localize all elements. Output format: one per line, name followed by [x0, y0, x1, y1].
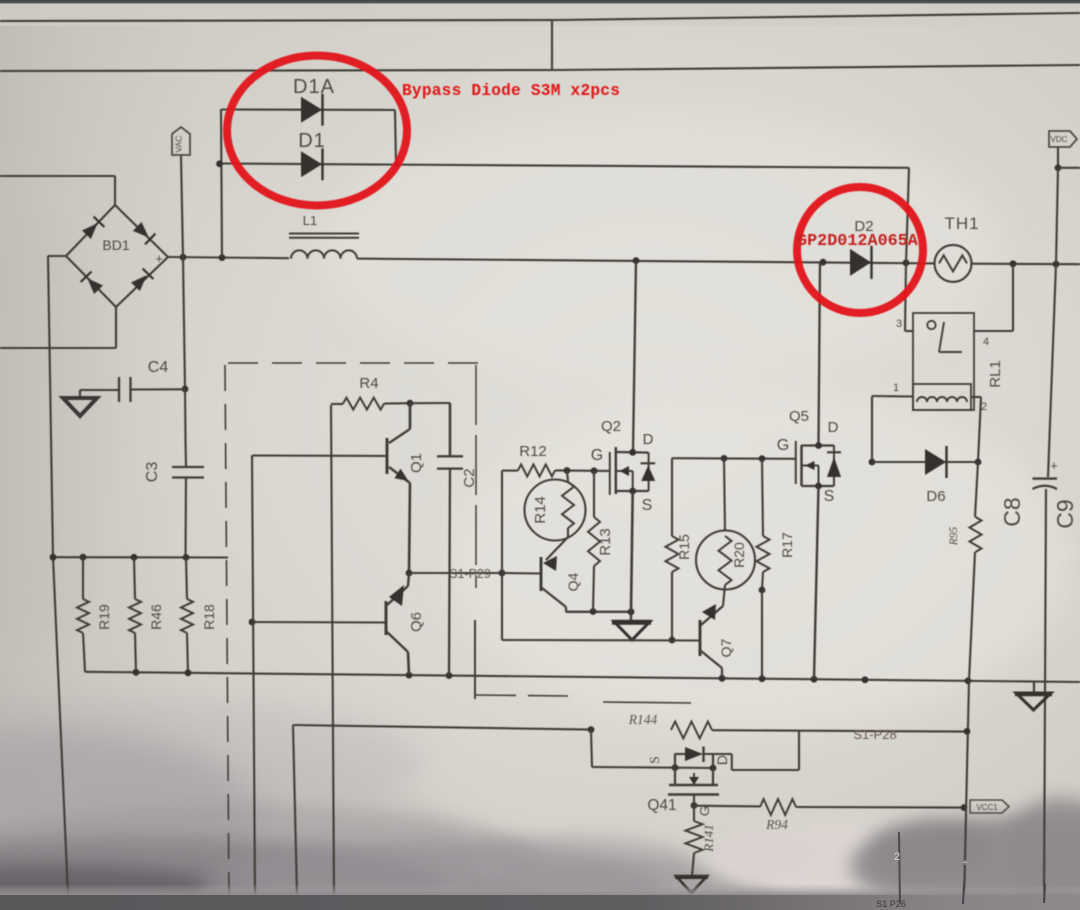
- svg-text:4: 4: [983, 336, 989, 348]
- svg-text:S1-P29: S1-P29: [449, 567, 491, 581]
- svg-text:C3: C3: [144, 462, 161, 483]
- svg-text:R17: R17: [779, 532, 795, 558]
- svg-text:R14: R14: [532, 496, 549, 524]
- svg-text:R94: R94: [765, 817, 788, 832]
- svg-text:Q4: Q4: [565, 572, 581, 591]
- svg-text:S: S: [648, 756, 663, 764]
- svg-text:GP2D012A065A: GP2D012A065A: [797, 232, 919, 251]
- svg-text:Q41: Q41: [647, 797, 676, 814]
- svg-text:Q1: Q1: [408, 453, 425, 473]
- svg-text:S: S: [824, 488, 835, 505]
- svg-text:Bypass Diode S3M x2pcs: Bypass Diode S3M x2pcs: [402, 82, 620, 100]
- svg-text:C4: C4: [148, 359, 169, 376]
- svg-text:L1: L1: [303, 213, 317, 228]
- svg-text:Q6: Q6: [408, 612, 425, 632]
- svg-text:R144: R144: [628, 712, 658, 727]
- svg-text:VCC1: VCC1: [976, 803, 998, 812]
- svg-text:R95: R95: [948, 526, 960, 546]
- svg-text:G: G: [777, 437, 789, 454]
- svg-text:VDC: VDC: [1051, 135, 1068, 144]
- svg-text:VAC: VAC: [174, 136, 184, 153]
- svg-text:+: +: [1050, 458, 1058, 473]
- svg-text:2: 2: [894, 851, 900, 863]
- svg-text:S1 P26: S1 P26: [876, 899, 906, 909]
- svg-text:R12: R12: [519, 443, 547, 460]
- svg-text:Q5: Q5: [789, 408, 809, 425]
- svg-text:2: 2: [981, 401, 987, 413]
- svg-text:TH1: TH1: [944, 214, 979, 233]
- svg-text:RL1: RL1: [987, 360, 1004, 388]
- svg-text:R46: R46: [148, 604, 164, 630]
- svg-text:+: +: [962, 858, 968, 869]
- svg-text:C2: C2: [461, 468, 478, 487]
- svg-text:D2: D2: [854, 218, 873, 235]
- svg-text:G: G: [591, 447, 603, 464]
- svg-text:+: +: [155, 251, 163, 266]
- svg-text:R141: R141: [701, 824, 716, 852]
- svg-text:R19: R19: [96, 604, 112, 630]
- svg-text:1: 1: [893, 382, 899, 394]
- svg-text:BD1: BD1: [102, 237, 129, 253]
- svg-text:S: S: [642, 497, 653, 514]
- svg-text:G: G: [697, 806, 712, 816]
- svg-text:D: D: [828, 419, 839, 436]
- svg-text:R4: R4: [359, 375, 378, 392]
- svg-text:R13: R13: [597, 528, 614, 556]
- svg-text:R18: R18: [201, 604, 217, 630]
- svg-text:D: D: [714, 755, 730, 765]
- svg-text:D1A: D1A: [293, 76, 335, 98]
- svg-text:C8: C8: [999, 497, 1025, 526]
- svg-text:D1: D1: [298, 130, 326, 152]
- svg-text:S1-P28: S1-P28: [853, 727, 896, 742]
- svg-text:C9: C9: [1052, 499, 1078, 528]
- svg-text:D: D: [643, 431, 654, 448]
- svg-text:D6: D6: [926, 488, 945, 505]
- svg-text:Q2: Q2: [601, 418, 621, 435]
- svg-text:R20: R20: [731, 542, 747, 568]
- svg-text:Q7: Q7: [718, 638, 734, 657]
- svg-text:R15: R15: [676, 534, 692, 560]
- svg-text:3: 3: [896, 318, 902, 330]
